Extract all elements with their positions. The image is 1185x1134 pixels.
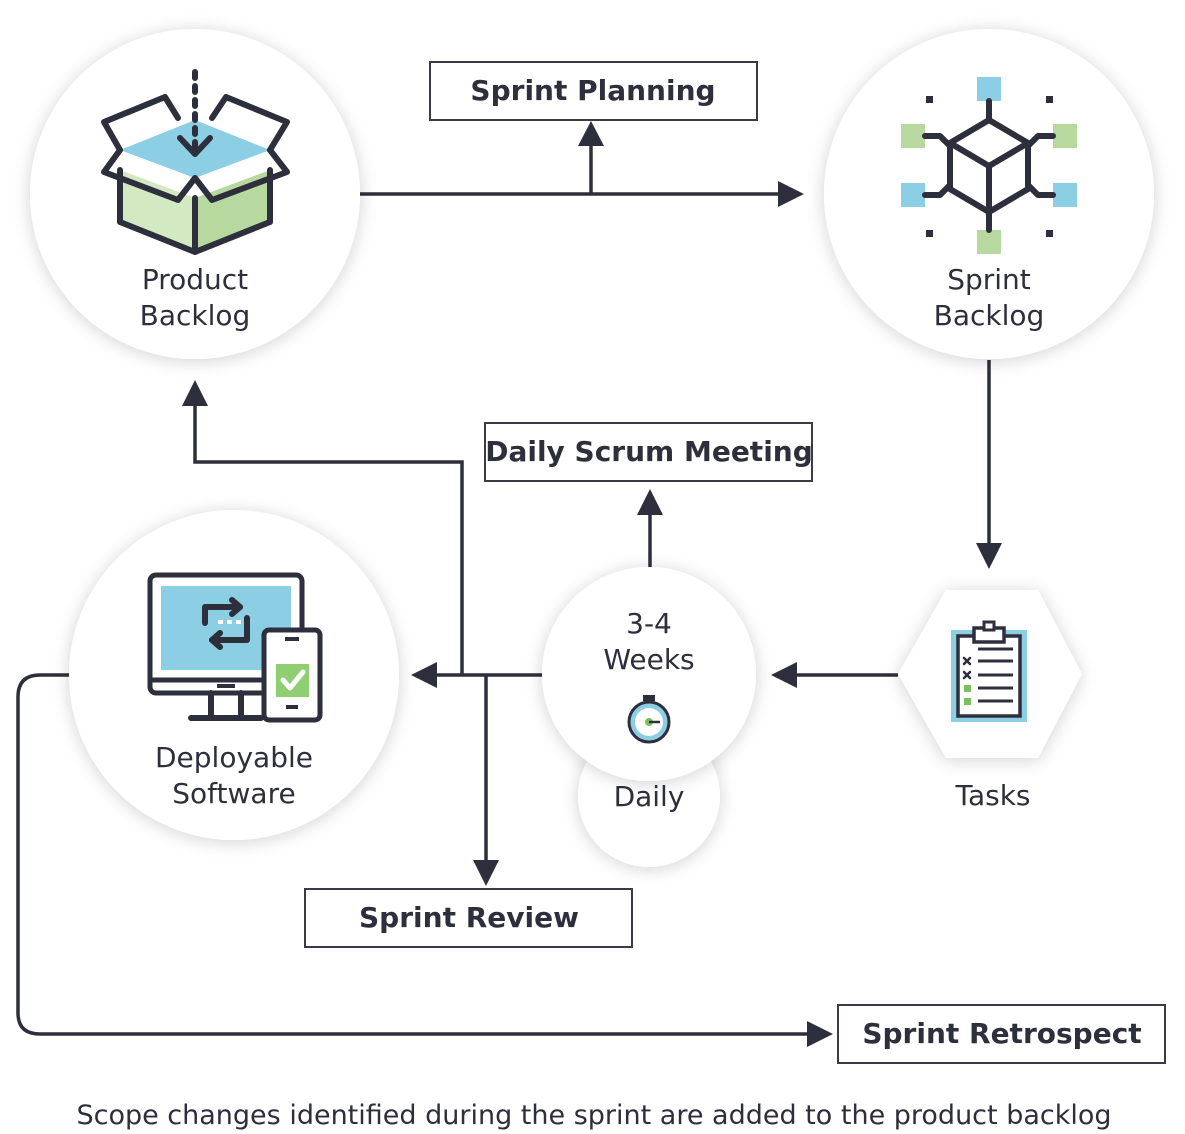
sprint-retrospect-box: Sprint Retrospect bbox=[837, 1004, 1166, 1064]
sprint-planning-box: Sprint Planning bbox=[429, 61, 758, 121]
sprint-review-label: Sprint Review bbox=[359, 901, 579, 934]
connector-to-product-backlog bbox=[193, 400, 464, 675]
deployable-label-line1: Deployable bbox=[155, 741, 313, 774]
deployable-label-line2: Software bbox=[172, 777, 295, 810]
flow-connectors bbox=[16, 121, 1002, 1047]
cube-network-icon bbox=[901, 77, 1077, 254]
arrowhead bbox=[473, 860, 499, 886]
weeks-label-line1: 3-4 bbox=[626, 607, 672, 640]
arrowhead bbox=[182, 380, 208, 406]
caption: Scope changes identified during the spri… bbox=[76, 1100, 1111, 1131]
product-backlog-label-line1: Product bbox=[142, 263, 248, 296]
tasks-label: Tasks bbox=[954, 779, 1030, 812]
sprint-planning-label: Sprint Planning bbox=[470, 74, 715, 107]
weeks-label-line2: Weeks bbox=[603, 643, 694, 676]
daily-scrum-label: Daily Scrum Meeting bbox=[485, 435, 813, 468]
arrowhead bbox=[771, 662, 797, 688]
sprint-backlog-label-line1: Sprint bbox=[947, 263, 1031, 296]
arrowhead bbox=[807, 1021, 833, 1047]
arrowhead bbox=[637, 489, 663, 515]
weeks-circle bbox=[542, 567, 756, 781]
connector-to-sprint-retrospect bbox=[16, 673, 812, 1036]
arrowhead bbox=[578, 121, 604, 146]
monitor-phone-icon bbox=[147, 572, 323, 723]
arrowhead bbox=[778, 181, 804, 207]
daily-scrum-box: Daily Scrum Meeting bbox=[484, 422, 813, 482]
product-backlog-circle bbox=[30, 29, 360, 359]
product-backlog-label-line2: Backlog bbox=[140, 299, 251, 332]
sprint-review-box: Sprint Review bbox=[304, 888, 633, 948]
clipboard-checklist-icon bbox=[951, 620, 1027, 722]
arrowhead bbox=[976, 543, 1002, 569]
sprint-backlog-label-line2: Backlog bbox=[934, 299, 1045, 332]
open-box-icon bbox=[101, 69, 290, 255]
sprint-retrospect-label: Sprint Retrospect bbox=[862, 1017, 1141, 1050]
stopwatch-icon bbox=[619, 690, 679, 750]
arrowhead bbox=[411, 662, 437, 688]
daily-label: Daily bbox=[614, 780, 685, 813]
